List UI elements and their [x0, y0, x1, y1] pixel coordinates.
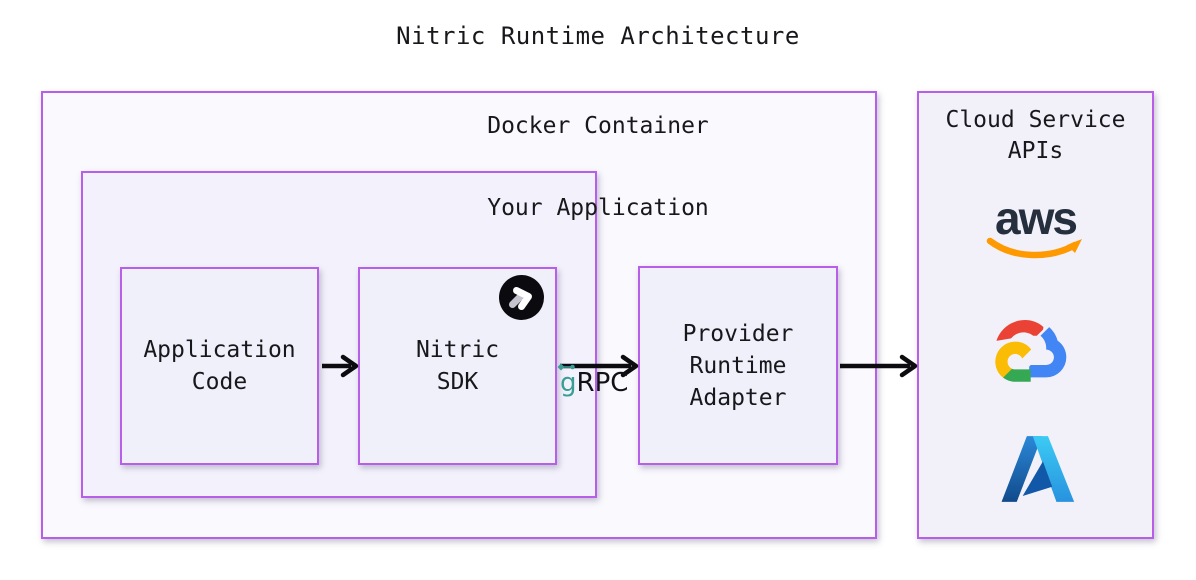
grpc-label: gRPC: [557, 363, 628, 398]
grpc-dots-icon: [557, 363, 575, 371]
cloud-service-apis-box: [917, 91, 1154, 539]
page-title: Nitric Runtime Architecture: [396, 22, 800, 50]
nitric-logo-icon: [499, 275, 544, 320]
aws-logo: aws: [917, 192, 1154, 263]
google-cloud-logo: [995, 320, 1067, 382]
nitric-sdk-label: Nitric SDK: [415, 337, 500, 395]
your-application-label: Your Application: [487, 195, 709, 221]
application-code-label: Application Code: [143, 337, 296, 395]
application-code-box: Application Code: [120, 267, 319, 465]
provider-runtime-adapter-box: Provider Runtime Adapter: [638, 266, 838, 465]
docker-container-label: Docker Container: [487, 113, 709, 139]
aws-smile-icon: [986, 237, 1082, 259]
aws-wordmark: aws: [995, 192, 1078, 244]
azure-logo: [1001, 436, 1075, 502]
provider-runtime-adapter-label: Provider Runtime Adapter: [682, 320, 794, 411]
cloud-service-apis-label: Cloud Service APIs: [945, 107, 1126, 164]
